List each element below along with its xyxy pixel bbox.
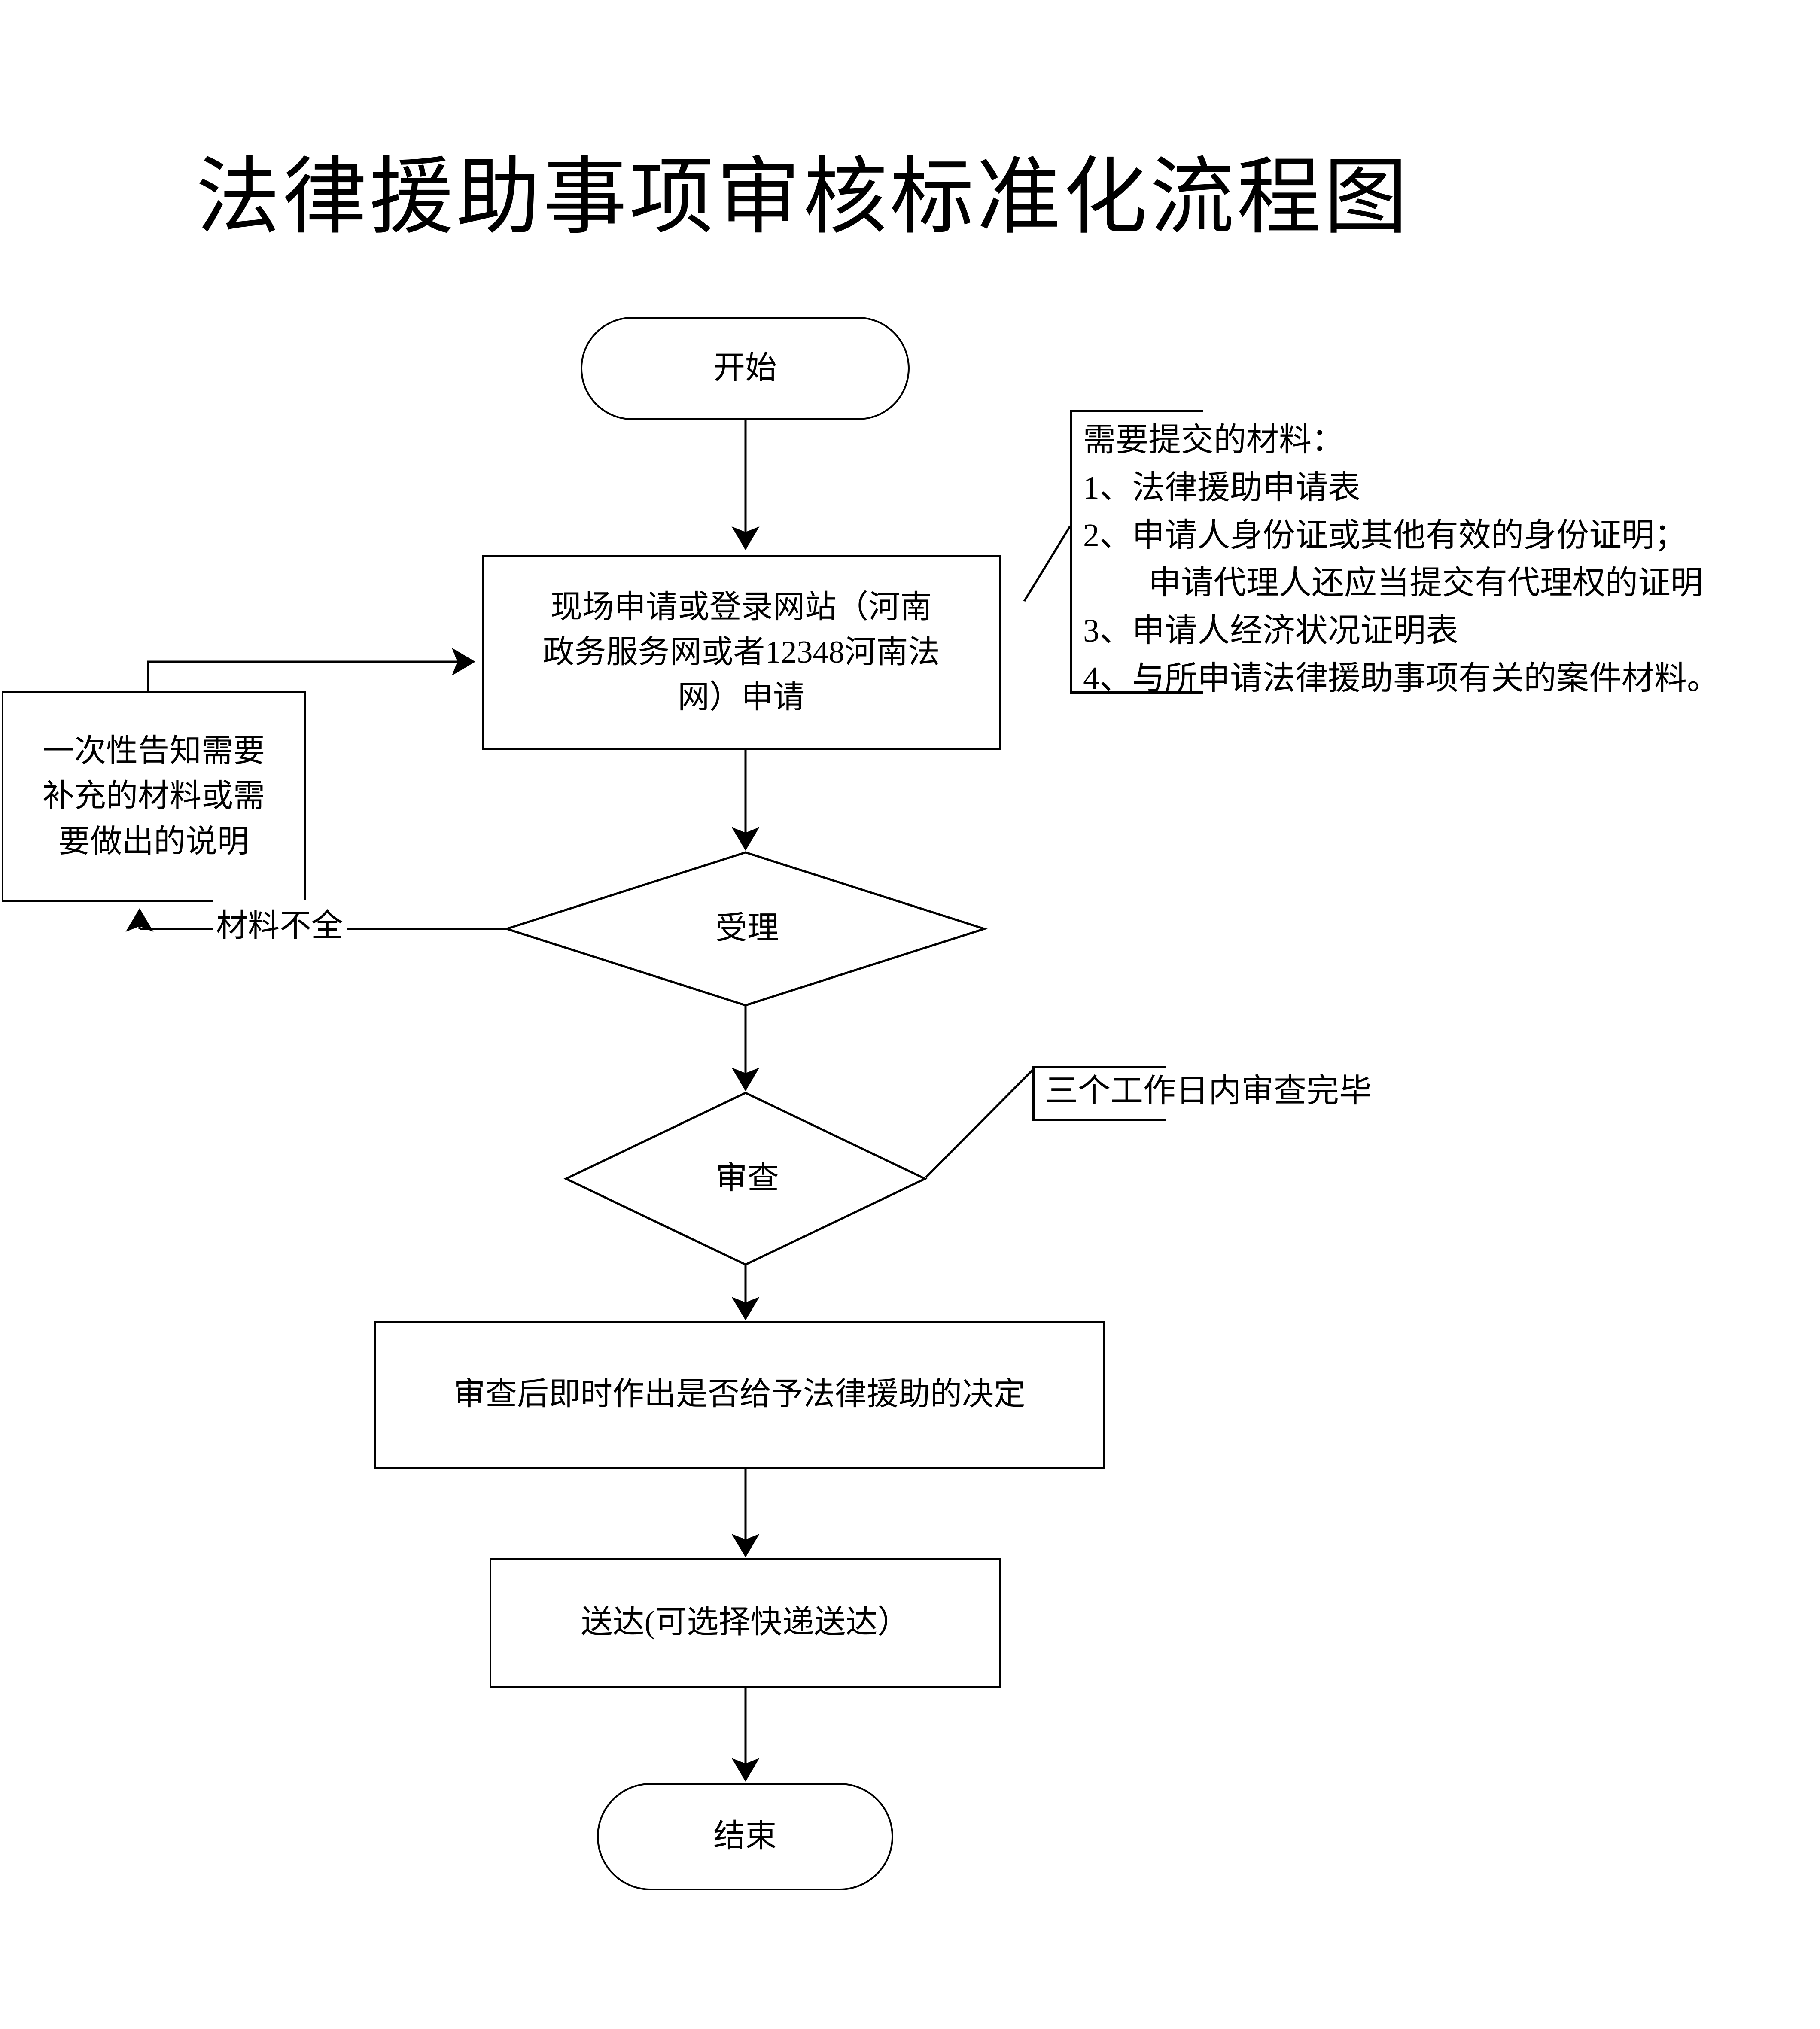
node-review[interactable]: 审查 (644, 1151, 850, 1207)
edge-notify-apply (147, 648, 476, 692)
node-start-label: 开始 (713, 350, 777, 386)
callout-leader-materials (1023, 525, 1071, 602)
edge-label-incomplete-materials: 材料不全 (213, 900, 347, 946)
node-end-label: 结束 (713, 1819, 777, 1854)
callout-review-time-note (1032, 1066, 1419, 1121)
callout-materials-note (1070, 410, 1800, 694)
node-accept[interactable]: 受理 (644, 901, 850, 957)
callout-leader-review-time (925, 1069, 1033, 1178)
node-end[interactable]: 结束 (597, 1783, 893, 1890)
node-accept-label: 受理 (715, 911, 779, 946)
node-final-decision-label: 审查后即时作出是否给予法律援助的决定 (453, 1377, 1026, 1412)
page-title: 法律援助事项审核标准化流程图 (195, 151, 1410, 244)
node-notify-label: 一次性告知需要 补充的材料或需 要做出的说明 (43, 733, 265, 859)
node-apply[interactable]: 现场申请或登录网站（河南 政务服务网或者12348河南法 网）申请 (482, 555, 1001, 750)
callout-review-time-note-text: 三个工作日内审查完毕 (1045, 1073, 1372, 1109)
node-start[interactable]: 开始 (581, 317, 910, 420)
node-final-decision[interactable]: 审查后即时作出是否给予法律援助的决定 (374, 1321, 1105, 1469)
callout-materials-note-text: 需要提交的材料： 1、法律援助申请表 2、申请人身份证或其他有效的身份证明； 申… (1083, 422, 1720, 697)
node-apply-label: 现场申请或登录网站（河南 政务服务网或者12348河南法 网）申请 (542, 589, 940, 715)
node-notify[interactable]: 一次性告知需要 补充的材料或需 要做出的说明 (2, 691, 306, 902)
node-deliver-label: 送达(可选择快递送达） (581, 1605, 910, 1640)
node-review-label: 审查 (715, 1161, 779, 1196)
node-deliver[interactable]: 送达(可选择快递送达） (490, 1558, 1001, 1688)
